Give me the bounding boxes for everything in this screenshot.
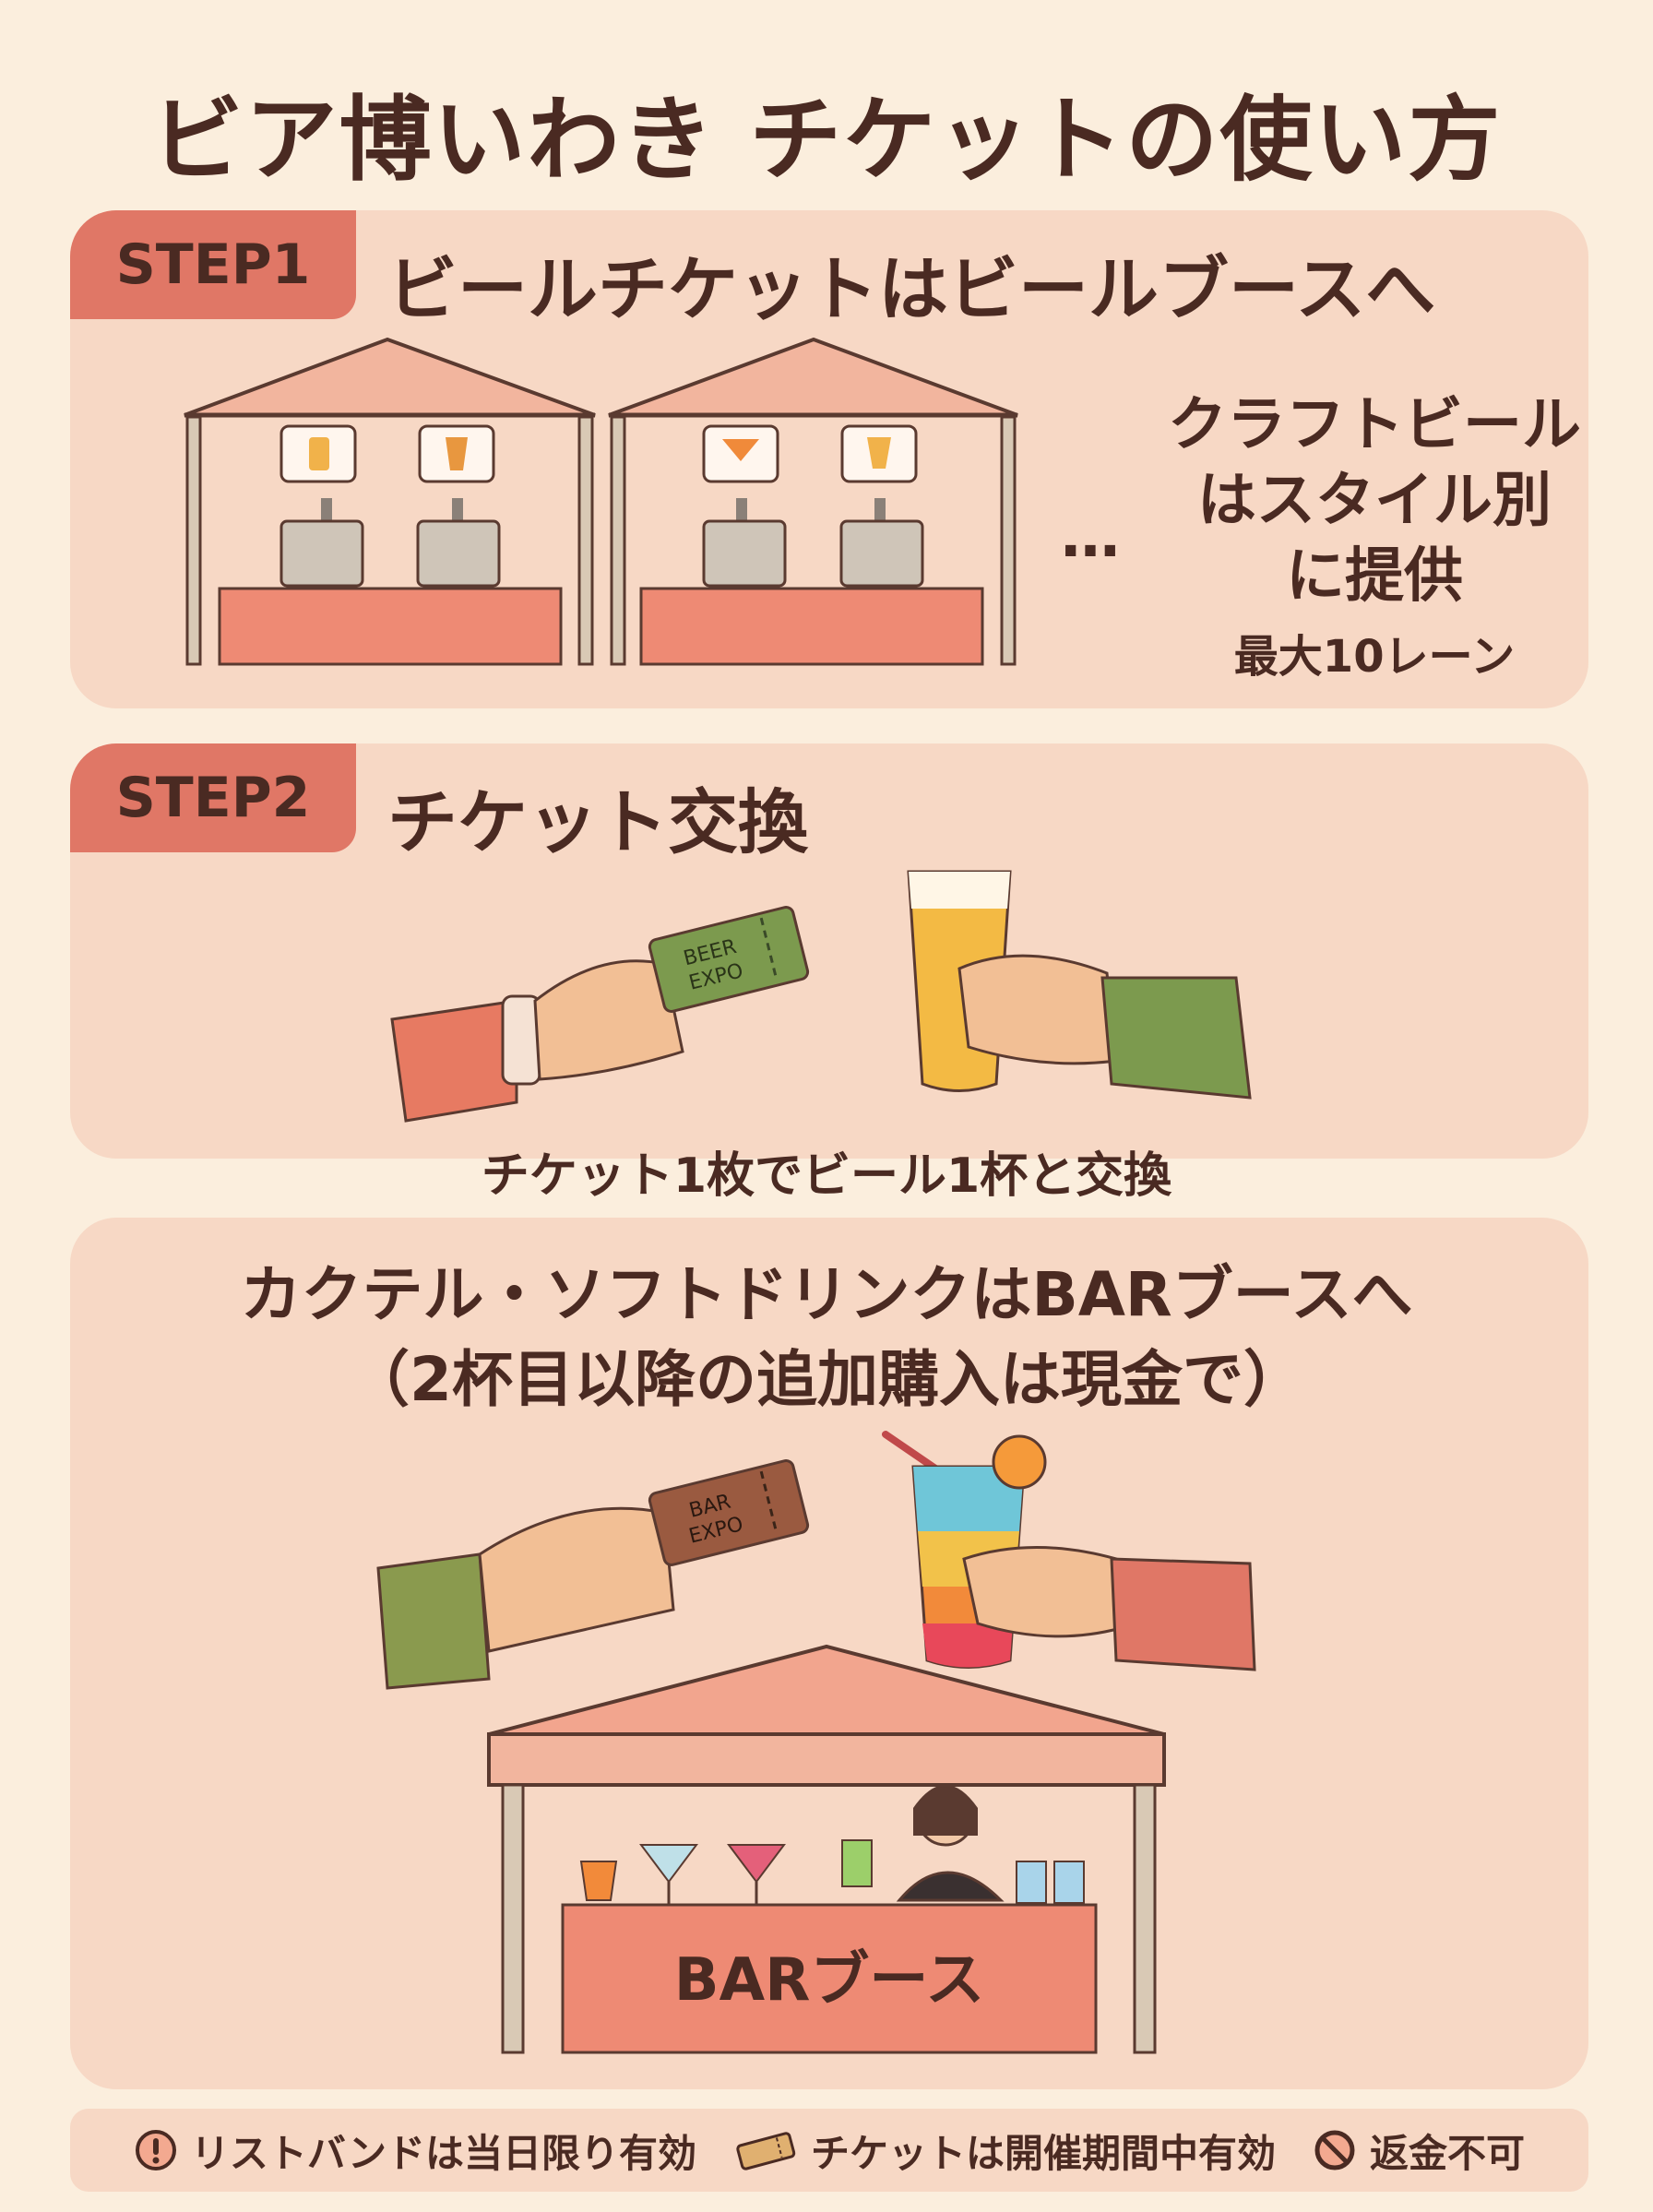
bar-booth-label: BARブース <box>674 1946 984 2015</box>
footer-label: 返金不可 <box>1370 2130 1526 2176</box>
beer-booth-2 <box>608 337 1018 666</box>
step1-note-line: クラフトビール <box>1168 391 1581 459</box>
step2-tag: STEP2 <box>70 743 356 852</box>
beer-booth-1 <box>184 337 596 666</box>
footer-label: リストバンドは当日限り有効 <box>190 2130 697 2176</box>
step1-tag: STEP1 <box>70 210 356 319</box>
beer-ticket: BEER EXPO <box>648 906 810 1013</box>
footer-notes: リストバンドは当日限り有効 チケットは開催期間中有効 返金不可 <box>70 2109 1588 2192</box>
step1-note-line: はスタイル別 <box>1197 467 1552 535</box>
ticket-icon <box>736 2132 796 2170</box>
exclamation-icon <box>135 2130 176 2170</box>
footer-label: チケットは開催期間中有効 <box>811 2130 1277 2176</box>
footer-item-wristband: リストバンドは当日限り有効 <box>134 2123 696 2179</box>
step2-heading: チケット交換 <box>387 781 808 863</box>
footer-item-ticket: チケットは開催期間中有効 <box>733 2123 1276 2179</box>
more-booths-ellipsis: … <box>1061 503 1120 571</box>
prohibited-icon <box>1314 2130 1355 2170</box>
bar-heading: カクテル・ソフトドリンクはBARブースへ （2杯目以降の追加購入は現金で） <box>0 1253 1653 1422</box>
bar-ticket: BAR EXPO <box>648 1459 810 1566</box>
bar-heading-line: （2杯目以降の追加購入は現金で） <box>349 1344 1304 1415</box>
beer-exchange-illustration: BEER EXPO <box>390 870 1252 1123</box>
step1-heading: ビールチケットはビールブースへ <box>387 248 1436 330</box>
bar-booth: BARブース <box>487 1644 1166 2054</box>
bar-heading-line: カクテル・ソフトドリンクはBARブースへ <box>240 1259 1413 1330</box>
step1-note: クラフトビール はスタイル別 に提供 <box>1162 387 1587 614</box>
step1-lanes-note: 最大10レーン <box>1233 631 1516 683</box>
step2-caption: チケット1枚でビール1杯と交換 <box>481 1148 1172 1204</box>
footer-item-refund: 返金不可 <box>1313 2123 1525 2179</box>
bar-exchange-illustration: BAR EXPO <box>376 1431 1256 1690</box>
step1-note-line: に提供 <box>1286 542 1463 611</box>
page-title: ビア博いわき チケットの使い方 <box>150 86 1503 194</box>
